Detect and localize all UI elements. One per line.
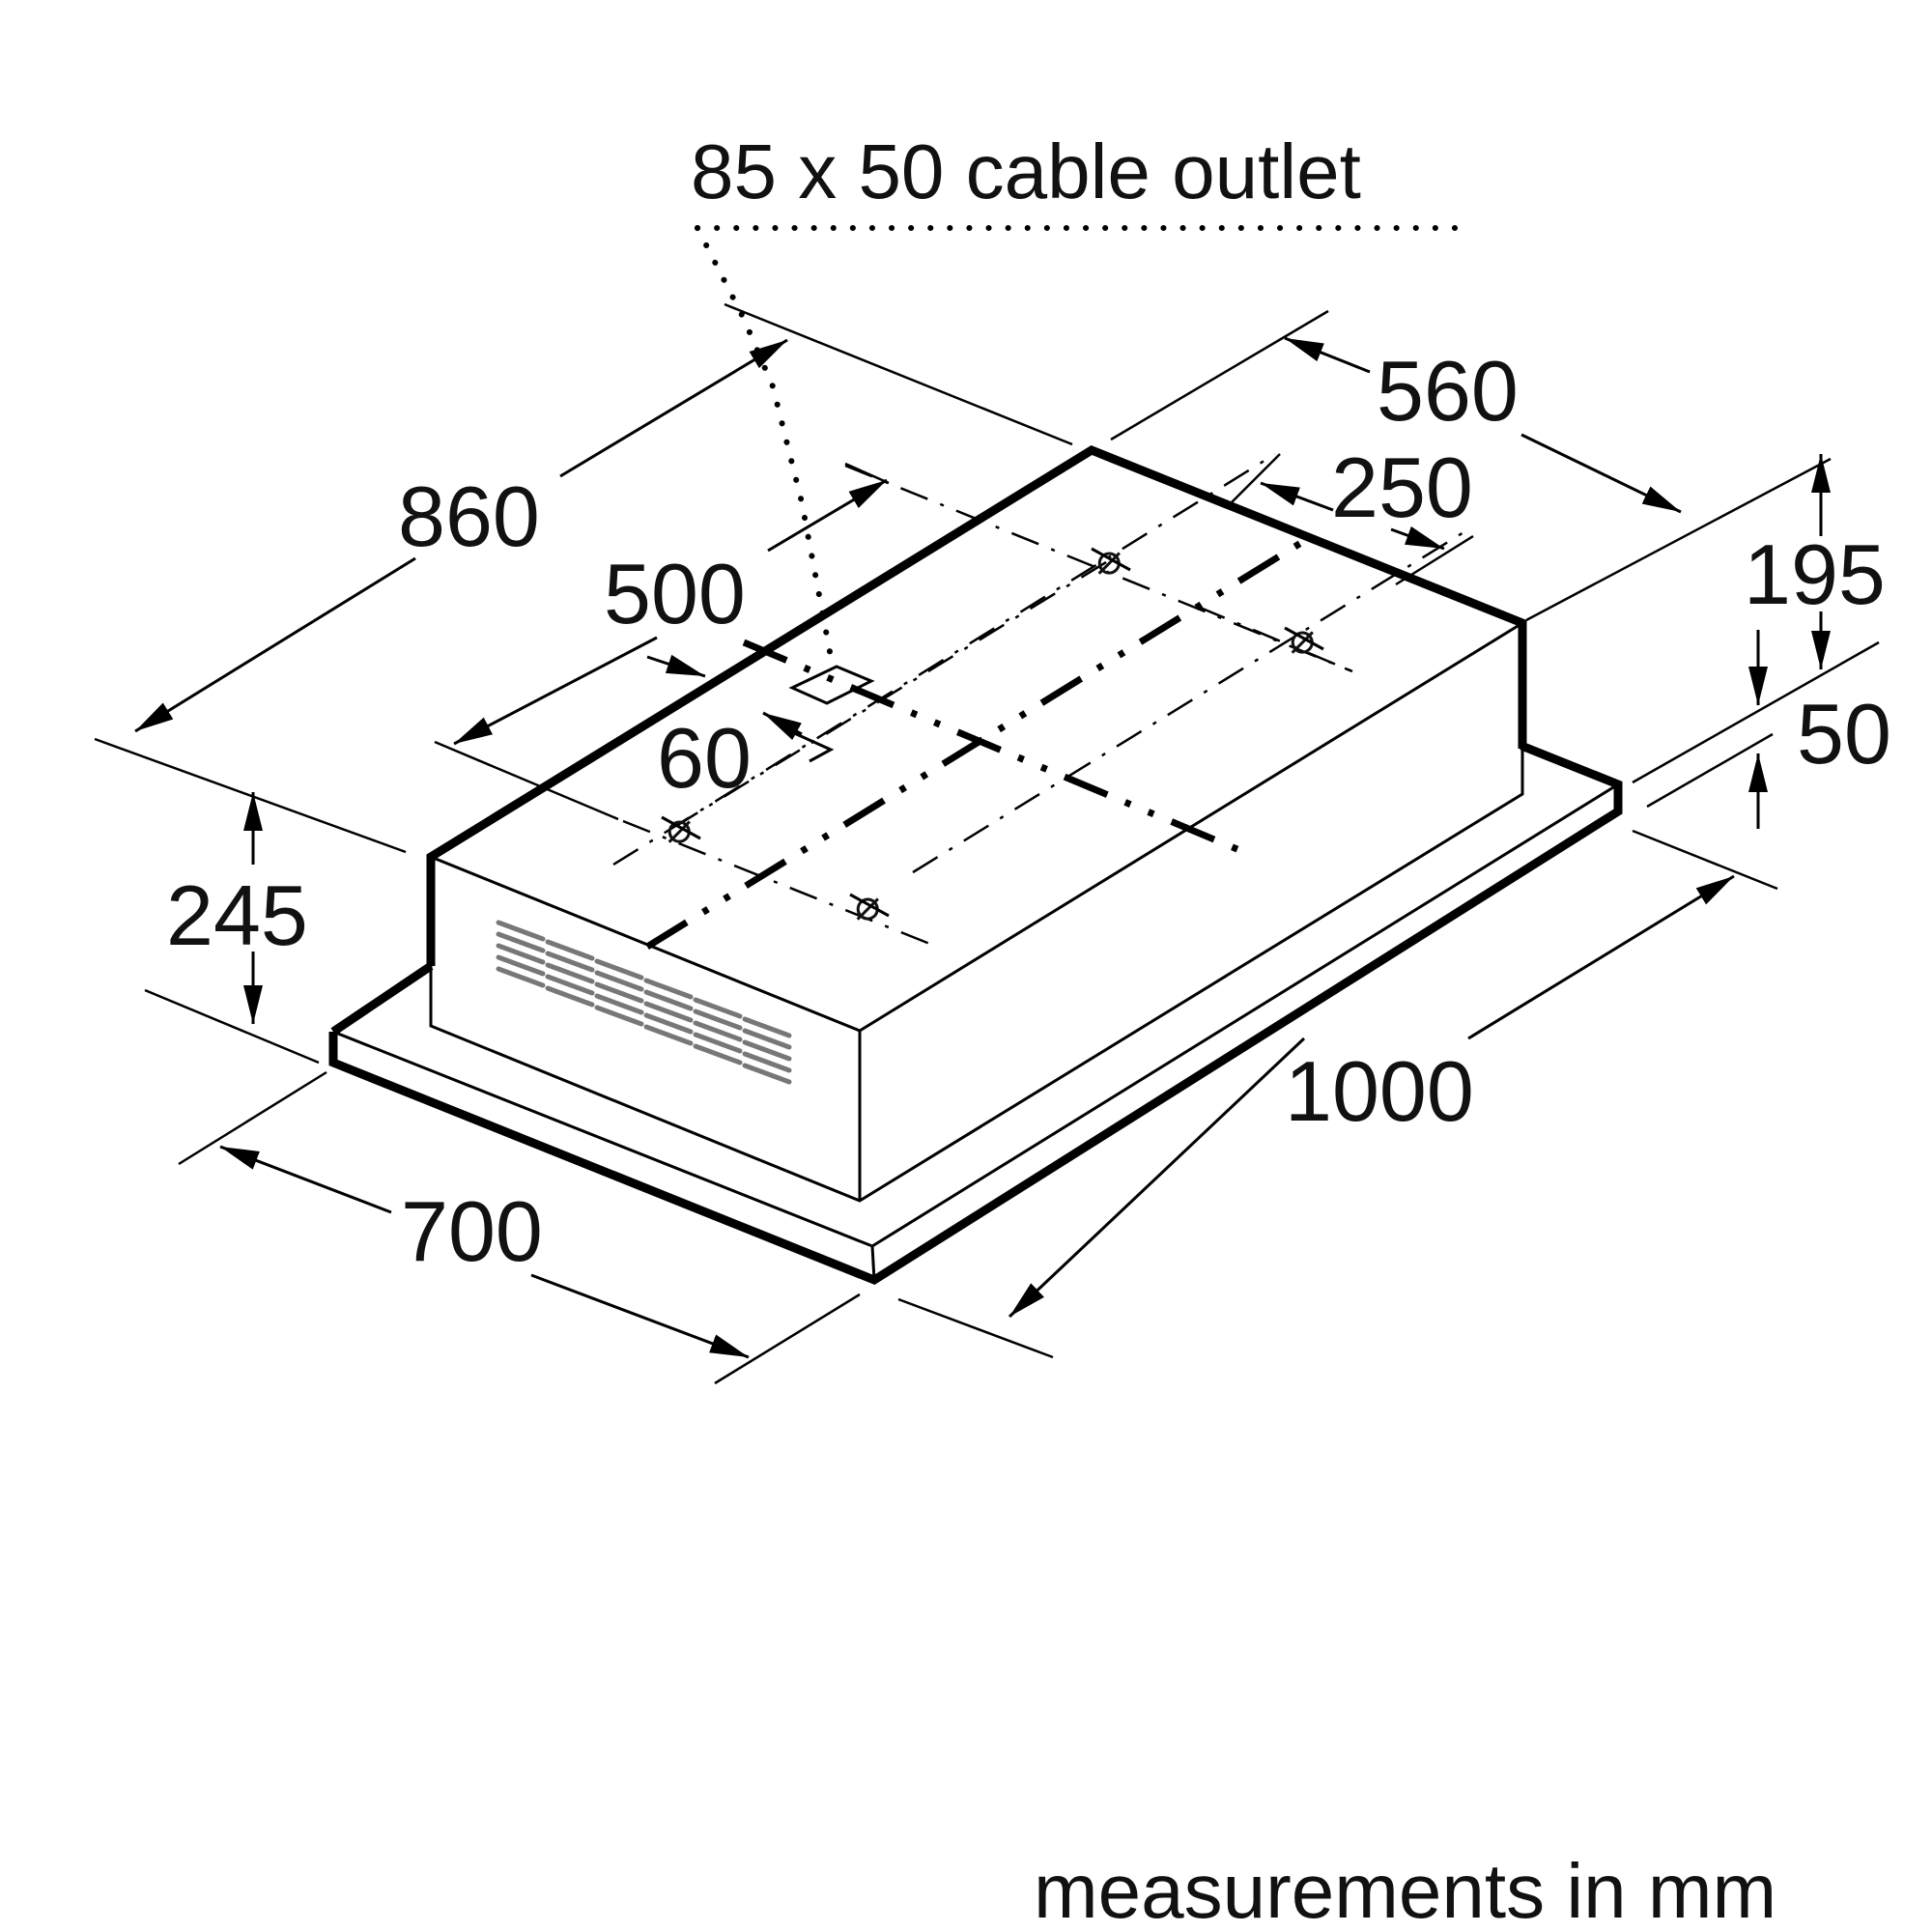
cable-outlet-leader-diagonal xyxy=(695,225,834,660)
dim-label-860: 860 xyxy=(398,469,540,564)
grille-slat xyxy=(742,1016,792,1038)
grille-slat xyxy=(496,931,546,953)
grille-slat xyxy=(594,958,644,980)
grille-slat xyxy=(643,1012,694,1035)
cable-outlet-label: 85 x 50 cable outlet xyxy=(691,128,1361,214)
grille-slat xyxy=(545,985,595,1008)
dim-label-250: 250 xyxy=(1331,440,1473,535)
dim-depth-860: 860 xyxy=(134,302,1073,733)
grille-slat xyxy=(643,978,694,1000)
grille-slat xyxy=(643,1001,694,1023)
dim-width-1000: 1000 xyxy=(897,829,1778,1359)
grille-slat xyxy=(545,951,595,973)
dim-label-60: 60 xyxy=(657,710,752,806)
dim-label-195: 195 xyxy=(1744,526,1886,622)
grille-slat xyxy=(496,966,546,988)
dim-label-50: 50 xyxy=(1797,686,1891,781)
dim-label-500: 500 xyxy=(604,546,746,641)
grille-slat xyxy=(693,1009,743,1031)
grille-slat xyxy=(693,1043,743,1065)
grille-slat xyxy=(693,997,743,1019)
dim-top-560: 560 xyxy=(1110,309,1832,622)
grille-slat xyxy=(594,981,644,1004)
upper-box xyxy=(426,444,1527,1203)
ventilation-grille xyxy=(496,920,792,1085)
dim-top-50: 50 xyxy=(1646,630,1891,829)
grille-slat xyxy=(742,1028,792,1050)
dim-label-1000: 1000 xyxy=(1285,1043,1474,1139)
dim-label-560: 560 xyxy=(1377,343,1519,439)
dim-top-250: 250 xyxy=(1226,440,1474,586)
grille-slat xyxy=(594,993,644,1015)
grille-slat xyxy=(496,943,546,965)
grille-slat xyxy=(643,989,694,1011)
grille-slat xyxy=(496,920,546,942)
dim-top-195: 195 xyxy=(1632,454,1886,784)
grille-slat xyxy=(496,954,546,977)
grille-slat xyxy=(545,962,595,984)
dim-top-60: 60 xyxy=(657,710,803,806)
grille-slat xyxy=(693,1020,743,1042)
grille-slat xyxy=(594,1005,644,1027)
mounting-holes: ⌀ ⌀ ⌀ ⌀ xyxy=(661,536,1324,929)
grille-slat xyxy=(643,1024,694,1046)
dim-depth-700: 700 xyxy=(178,1070,861,1385)
dim-top-500: 500 xyxy=(434,462,890,821)
measurements-unit-note: measurements in mm xyxy=(1034,1848,1776,1932)
dim-label-700: 700 xyxy=(401,1183,543,1279)
grille-slat xyxy=(545,974,595,996)
dim-label-245: 245 xyxy=(166,867,308,963)
cable-outlet-rect xyxy=(788,665,875,705)
grille-slat xyxy=(693,1032,743,1054)
mounting-centre-lines xyxy=(612,452,1474,950)
grille-slat xyxy=(742,1051,792,1073)
grille-slat xyxy=(742,1039,792,1062)
base-plate xyxy=(328,741,1623,1286)
dim-height-245: 245 xyxy=(94,737,407,1065)
grille-slat xyxy=(742,1063,792,1085)
cable-outlet-offset-mark xyxy=(791,730,835,763)
grille-slat xyxy=(545,939,595,961)
grille-slat xyxy=(594,970,644,992)
